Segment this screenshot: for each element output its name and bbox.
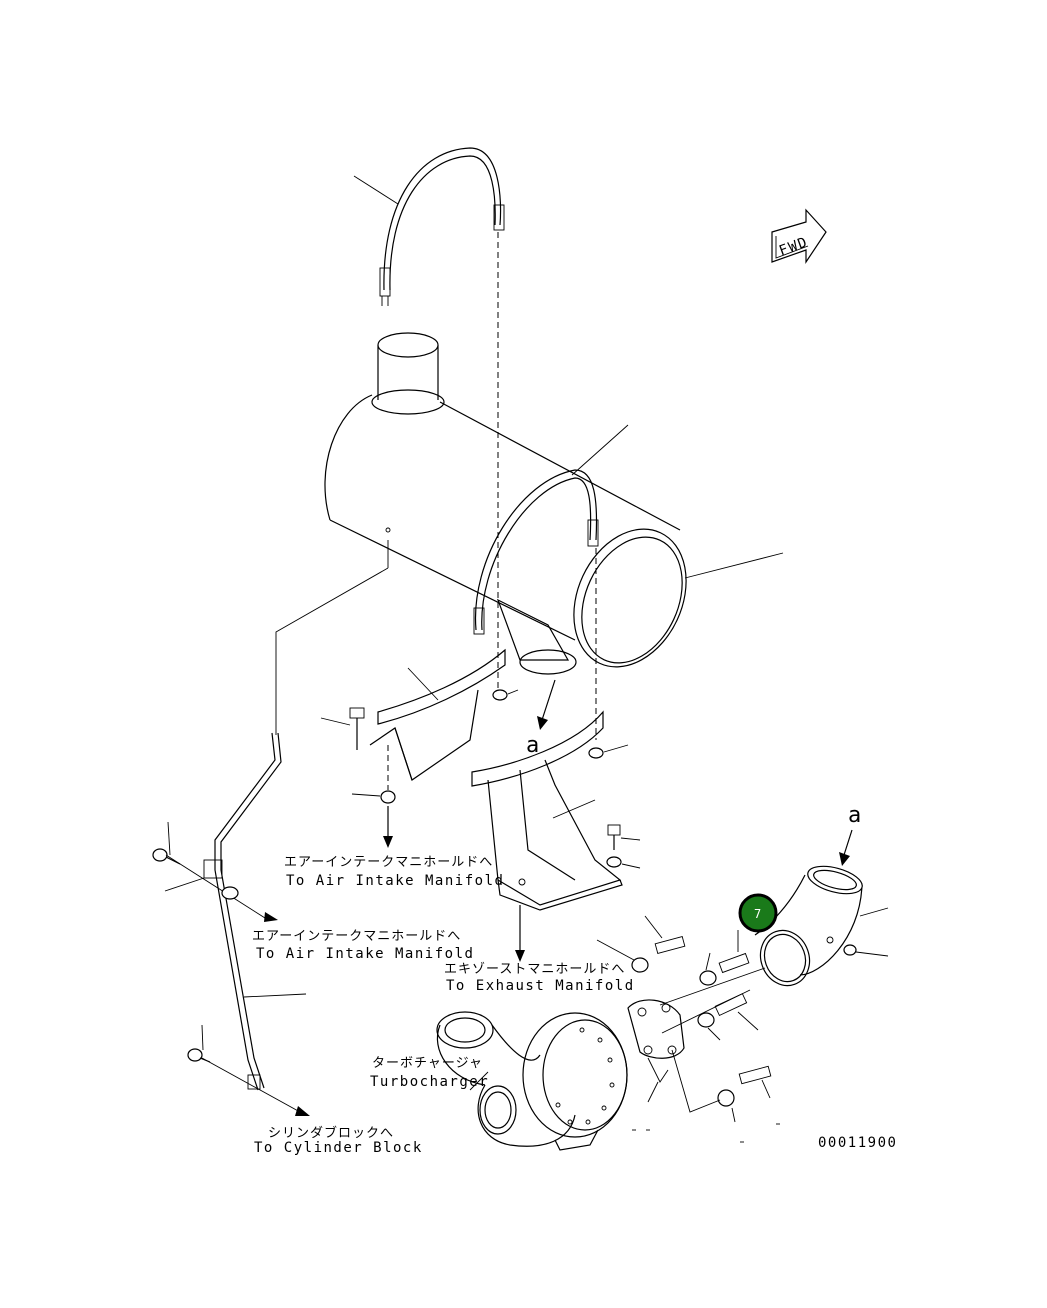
drawing-number: 00011900 — [818, 1135, 897, 1151]
air-intake-2-en: To Air Intake Manifold — [256, 946, 474, 962]
muffler — [324, 332, 784, 675]
flange-gasket — [627, 999, 685, 1103]
turbo-jp: ターボチャージャ — [372, 1056, 483, 1071]
air-intake-1-jp: エアーインテークマニホールドへ — [284, 855, 493, 870]
elbow-pipe — [754, 829, 889, 987]
turbocharger — [436, 1011, 628, 1151]
exhaust-en: To Exhaust Manifold — [446, 978, 635, 994]
callout-number[interactable]: 7 — [754, 907, 761, 921]
callout-7[interactable]: 7 — [738, 893, 778, 933]
ref-a-elbow: a — [848, 803, 861, 828]
right-bracket — [471, 679, 641, 962]
exhaust-jp: エキゾーストマニホールドへ — [444, 962, 625, 977]
ref-a-top: a — [526, 733, 539, 758]
fwd-indicator: FWD — [771, 208, 827, 264]
air-intake-2-jp: エアーインテークマニホールドへ — [252, 929, 461, 944]
turbo-bolt-holes — [555, 1027, 615, 1125]
middle-band — [473, 424, 629, 635]
drain-tube — [152, 540, 389, 1116]
callout-badge[interactable] — [738, 893, 778, 933]
cylinder-jp: シリンダブロックへ — [268, 1125, 394, 1141]
left-bracket — [320, 648, 519, 848]
cylinder-en: To Cylinder Block — [254, 1140, 423, 1156]
upper-strap — [353, 147, 505, 306]
air-intake-1-en: To Air Intake Manifold — [286, 873, 504, 889]
fasteners — [596, 915, 772, 1123]
turbo-en: Turbocharger — [370, 1074, 489, 1090]
